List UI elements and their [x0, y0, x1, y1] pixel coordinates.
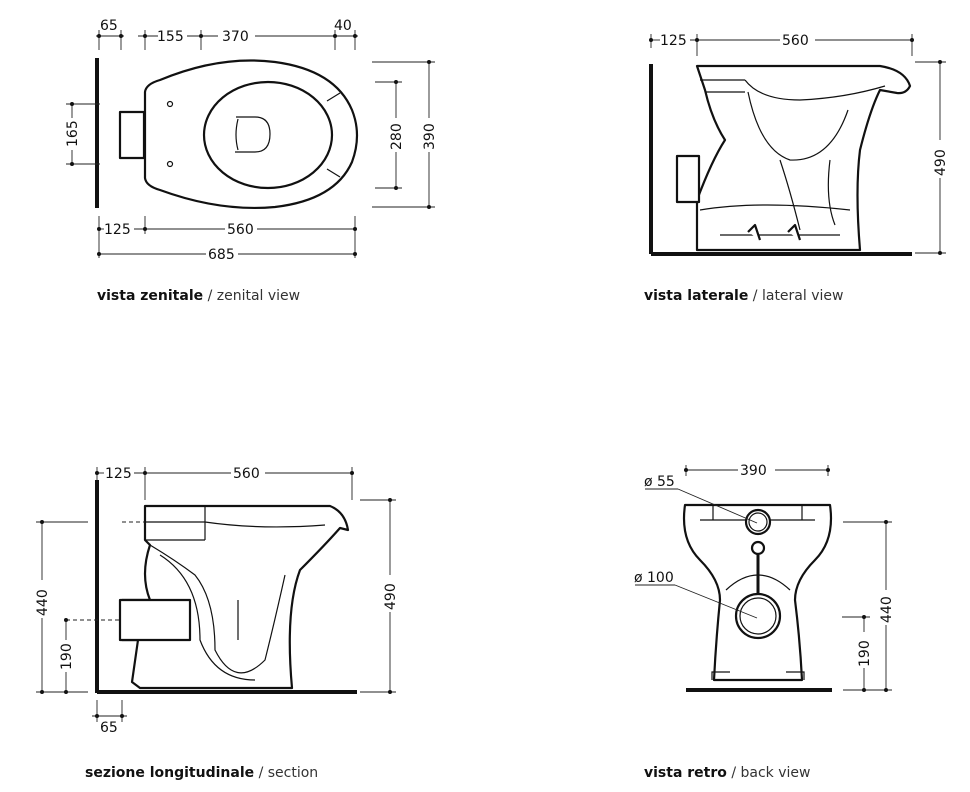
dim-490: 490 [933, 149, 949, 176]
caption-bold: vista retro [644, 765, 727, 781]
dim-125: 125 [660, 33, 687, 49]
dim-440: 440 [879, 596, 895, 623]
dim-490: 490 [383, 583, 399, 610]
dim-diameter-100: ø 100 [634, 570, 674, 586]
dim-40: 40 [334, 18, 352, 34]
dim-125: 125 [104, 222, 131, 238]
caption-light: / lateral view [748, 288, 844, 304]
dim-280: 280 [389, 123, 405, 150]
caption-back: vista retro / back view [644, 765, 810, 781]
fixing-circle [750, 540, 766, 556]
dim-440: 440 [35, 589, 51, 616]
dim-390: 390 [422, 123, 438, 150]
caption-section: sezione longitudinale / section [85, 765, 318, 781]
dim-190: 190 [857, 640, 873, 667]
dim-125: 125 [105, 466, 132, 482]
section-view: 125 560 440 190 490 65 [35, 466, 399, 736]
dim-560: 560 [782, 33, 809, 49]
toilet-outline [695, 64, 912, 252]
caption-zenital: vista zenitale / zenital view [97, 288, 300, 304]
dim-65: 65 [100, 720, 118, 736]
dim-370: 370 [222, 29, 249, 45]
dim-155: 155 [157, 29, 184, 45]
dim-165: 165 [65, 120, 81, 147]
lateral-view: 125 560 490 [649, 33, 949, 256]
dim-560: 560 [227, 222, 254, 238]
dim-190: 190 [59, 643, 75, 670]
outlet-pipe [675, 154, 701, 204]
outlet-100-circle [734, 592, 782, 640]
caption-bold: vista zenitale [97, 288, 204, 304]
caption-bold: sezione longitudinale [85, 765, 255, 781]
bowl-outline [202, 80, 334, 190]
outlet-pipe [118, 598, 192, 642]
caption-light: / back view [726, 765, 811, 781]
dim-390: 390 [740, 463, 767, 479]
dim-560: 560 [233, 466, 260, 482]
dim-diameter-55: ø 55 [644, 474, 675, 490]
back-view: 390 ø 55 ø 100 440 190 [634, 463, 895, 692]
dim-65: 65 [100, 18, 118, 34]
caption-light: / zenital view [203, 288, 301, 304]
hinge-block [118, 110, 146, 160]
caption-bold: vista laterale [644, 288, 749, 304]
section-outline [120, 504, 350, 690]
caption-lateral: vista laterale / lateral view [644, 288, 843, 304]
zenital-view: 65 155 370 40 165 280 390 125 560 685 [65, 18, 438, 263]
flush-outlet [235, 116, 271, 153]
caption-light: / section [254, 765, 319, 781]
dim-685: 685 [208, 247, 235, 263]
